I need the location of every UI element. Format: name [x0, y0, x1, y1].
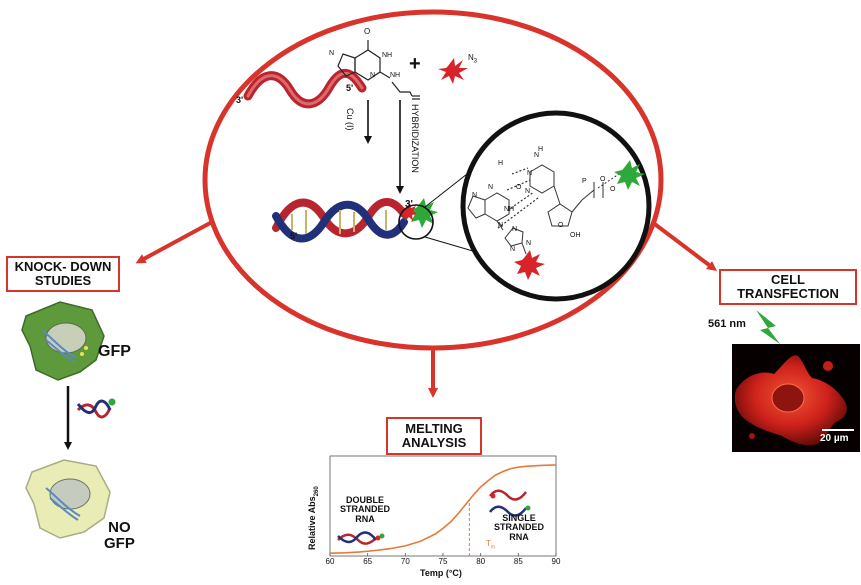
red-dye-duplex-icon	[400, 203, 417, 221]
arrow-to-knockdown	[135, 220, 213, 264]
no-gfp-line1: NO	[108, 519, 131, 536]
knockdown-title-box: KNOCK- DOWN STUDIES	[6, 256, 120, 292]
hybridization-label: HYBRIDIZATION	[410, 104, 420, 173]
x-tick-label: 75	[438, 557, 448, 566]
duplex-rna	[272, 198, 408, 243]
ds-rna-mini-icon	[337, 531, 385, 545]
no-gfp-label: NO GFP	[104, 520, 135, 552]
melting-chart	[329, 455, 557, 557]
knockdown-title-line1: KNOCK- DOWN	[14, 259, 112, 274]
inset-atom: N	[510, 246, 516, 253]
tm-label: Tm	[486, 539, 496, 551]
x-tick-label: 70	[400, 557, 410, 566]
melting-title-line2: ANALYSIS	[401, 434, 467, 450]
sirna-mini-icon	[76, 398, 116, 419]
red-dye-inset-icon	[514, 250, 545, 280]
red-dye-azide-icon	[438, 58, 468, 84]
ss-line1: SINGLE	[502, 513, 536, 523]
inset-atom: O	[516, 184, 522, 191]
green-dye-inset-icon	[614, 160, 645, 190]
x-tick-label: 90	[551, 557, 561, 566]
x-tick-label: 60	[325, 557, 335, 566]
inset-atom: O	[558, 222, 564, 229]
duplex-3prime-label: 3'	[405, 199, 413, 210]
ds-line2: STRANDED	[340, 504, 391, 515]
inset-structure-bonds	[467, 164, 604, 255]
gfp-label: GFP	[98, 343, 131, 360]
green-dye-duplex-icon	[408, 198, 438, 228]
ss-line2: STRANDED	[494, 522, 545, 533]
nucleobase-n-left: N	[329, 50, 335, 57]
fluorescence-micrograph: 20 µm	[732, 344, 860, 452]
inset-atom: OH	[570, 232, 581, 239]
duplex-5prime-label: 5'	[290, 231, 298, 241]
nucleobase-oxygen: O	[364, 27, 371, 36]
inset-atom: O	[600, 176, 606, 183]
inset-atom: N	[472, 192, 478, 199]
no-gfp-line2: GFP	[104, 534, 135, 552]
x-tick-label: 65	[363, 557, 373, 566]
inset-atom: N	[488, 184, 494, 191]
structure-inset	[460, 110, 652, 302]
double-stranded-label: DOUBLE STRANDED RNA	[340, 495, 391, 524]
nucleobase-n-right: N	[370, 72, 376, 79]
ds-line1: DOUBLE	[346, 495, 384, 505]
wavelength-label: 561 nm	[708, 318, 746, 330]
chart-y-axis-label: Relative Abs260	[307, 486, 320, 550]
inset-atom: N	[525, 188, 531, 195]
ss-rna-mini-icon	[489, 489, 531, 517]
hydrogen-bonds	[497, 167, 539, 229]
dye-linker	[597, 171, 623, 189]
scale-bar-label: 20 µm	[820, 433, 849, 444]
arrow-to-transfection	[650, 220, 717, 272]
melting-curve	[329, 464, 557, 554]
inset-atom: O	[610, 186, 616, 193]
melting-title-line1: MELTING	[405, 421, 463, 436]
transfection-title-line2: TRANSFECTION	[737, 285, 839, 301]
x-tick-label: 80	[476, 557, 486, 566]
ss-line3: RNA	[509, 531, 529, 542]
inset-atom: N	[512, 226, 518, 233]
inset-atom: N	[527, 170, 533, 177]
inset-atom: N	[534, 152, 540, 159]
no-gfp-cell	[25, 459, 111, 539]
inset-atom: NH	[504, 206, 515, 213]
inset-atom: H	[498, 160, 504, 167]
melting-title-box: MELTING ANALYSIS	[386, 417, 482, 455]
plus-sign: +	[409, 53, 421, 75]
strand-5prime-label: 5'	[346, 83, 354, 93]
laser-bolt-icon	[756, 310, 780, 344]
inset-atom: P	[582, 178, 587, 185]
knockdown-title-line2: STUDIES	[34, 272, 92, 288]
ds-line3: RNA	[355, 513, 375, 524]
catalyst-label: Cu (I)	[345, 108, 355, 131]
transfection-title-line1: CELL	[771, 272, 805, 287]
micrograph-image	[734, 355, 854, 446]
nucleobase-nh: NH	[382, 52, 393, 59]
single-stranded-label: SINGLE STRANDED RNA	[494, 513, 545, 542]
zoom-circle	[398, 204, 434, 240]
inset-atom: H	[538, 146, 544, 153]
gfp-cell	[21, 301, 105, 381]
strand-3prime-label: 3'	[236, 95, 244, 105]
inset-atom: N	[498, 222, 504, 229]
inset-atom: N	[526, 240, 532, 247]
chart-x-axis-label: Temp (°C)	[420, 568, 462, 578]
azide-label: N3	[468, 53, 478, 65]
nucleobase-amine: NH	[390, 72, 401, 79]
single-strand-rna	[243, 69, 367, 109]
modified-nucleobase	[337, 40, 420, 100]
transfection-title-box: CELL TRANSFECTION	[719, 269, 857, 305]
x-tick-label: 85	[513, 557, 523, 566]
